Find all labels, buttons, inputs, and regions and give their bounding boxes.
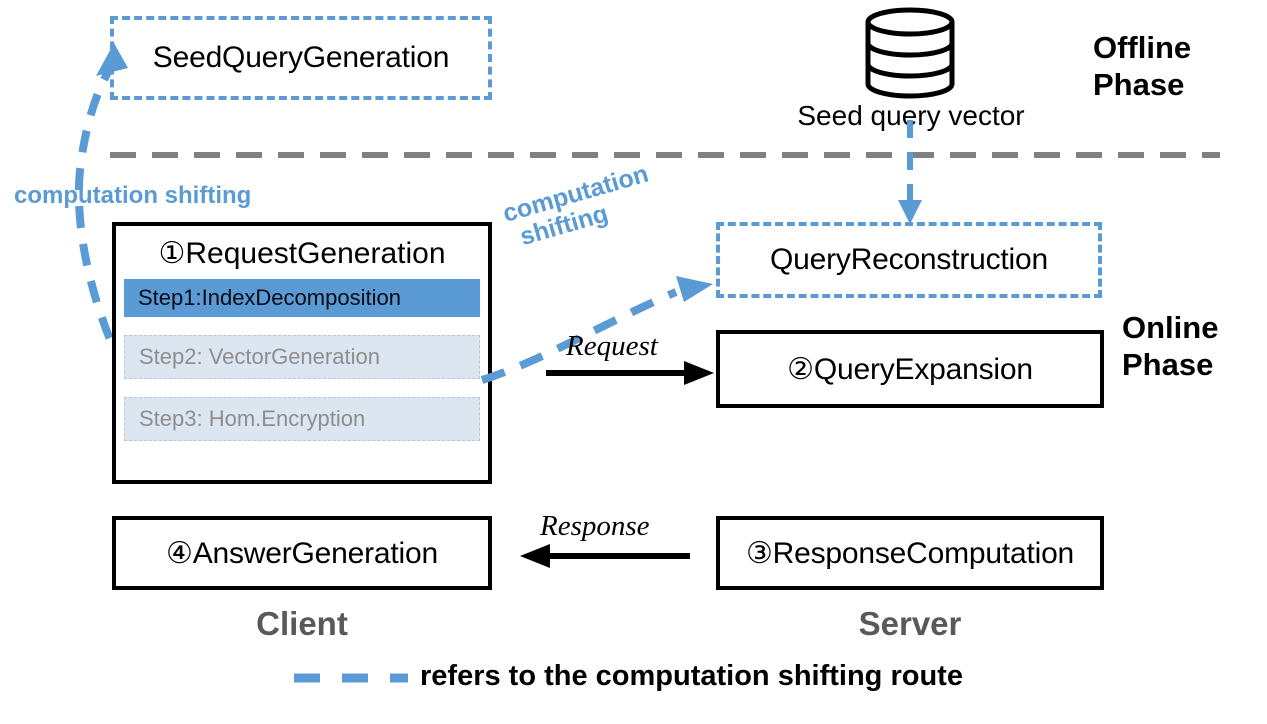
online-phase-line1: Online [1122,310,1219,345]
response-flow-arrow [520,543,690,569]
shift-arrow-client-to-reconstruction [470,258,730,388]
node-query-reconstruction-label: QueryReconstruction [770,243,1048,276]
phase-divider [110,148,1220,162]
client-step-1-label: Step1:IndexDecomposition [138,285,401,310]
offline-phase-line2: Phase [1093,66,1185,102]
node-query-expansion-label: ②QueryExpansion [787,352,1033,386]
client-step-2[interactable]: Step2: VectorGeneration [124,335,480,379]
node-seed-query-generation[interactable]: SeedQueryGeneration [110,16,492,100]
side-label-client: Client [256,605,348,642]
shift-label-diagonal: computation shifting [500,160,659,254]
offline-phase-label: Offline Phase [1093,30,1191,103]
client-step-1[interactable]: Step1:IndexDecomposition [124,279,480,317]
node-answer-generation[interactable]: ④AnswerGeneration [112,516,492,590]
offline-phase-line1: Offline [1093,30,1192,65]
node-response-computation[interactable]: ③ResponseComputation [716,516,1104,590]
request-flow-label: Request [566,330,658,362]
shift-label-left: computation shifting [14,182,252,209]
client-step-2-label: Step2: VectorGeneration [139,344,380,369]
legend-dash-icon [290,668,415,688]
node-query-expansion[interactable]: ②QueryExpansion [716,330,1104,408]
node-request-generation[interactable]: ①RequestGeneration Step1:IndexDecomposit… [112,222,492,484]
online-phase-label: Online Phase [1122,310,1218,383]
node-response-computation-label: ③ResponseComputation [745,536,1075,570]
legend-text: refers to the computation shifting route [420,660,963,692]
response-flow-label: Response [540,510,650,542]
online-phase-line2: Phase [1122,346,1214,382]
client-step-3[interactable]: Step3: Hom.Encryption [124,397,480,441]
shift-arrow-seed-to-reconstruction [885,120,941,230]
request-flow-arrow [546,360,716,386]
node-seed-query-generation-label: SeedQueryGeneration [152,41,450,74]
node-answer-generation-label: ④AnswerGeneration [166,536,438,570]
node-query-reconstruction[interactable]: QueryReconstruction [716,222,1102,298]
database-cylinder-icon [862,7,958,100]
client-step-3-label: Step3: Hom.Encryption [139,406,366,431]
side-label-server: Server [858,605,962,642]
node-request-generation-title: ①RequestGeneration [158,237,446,270]
